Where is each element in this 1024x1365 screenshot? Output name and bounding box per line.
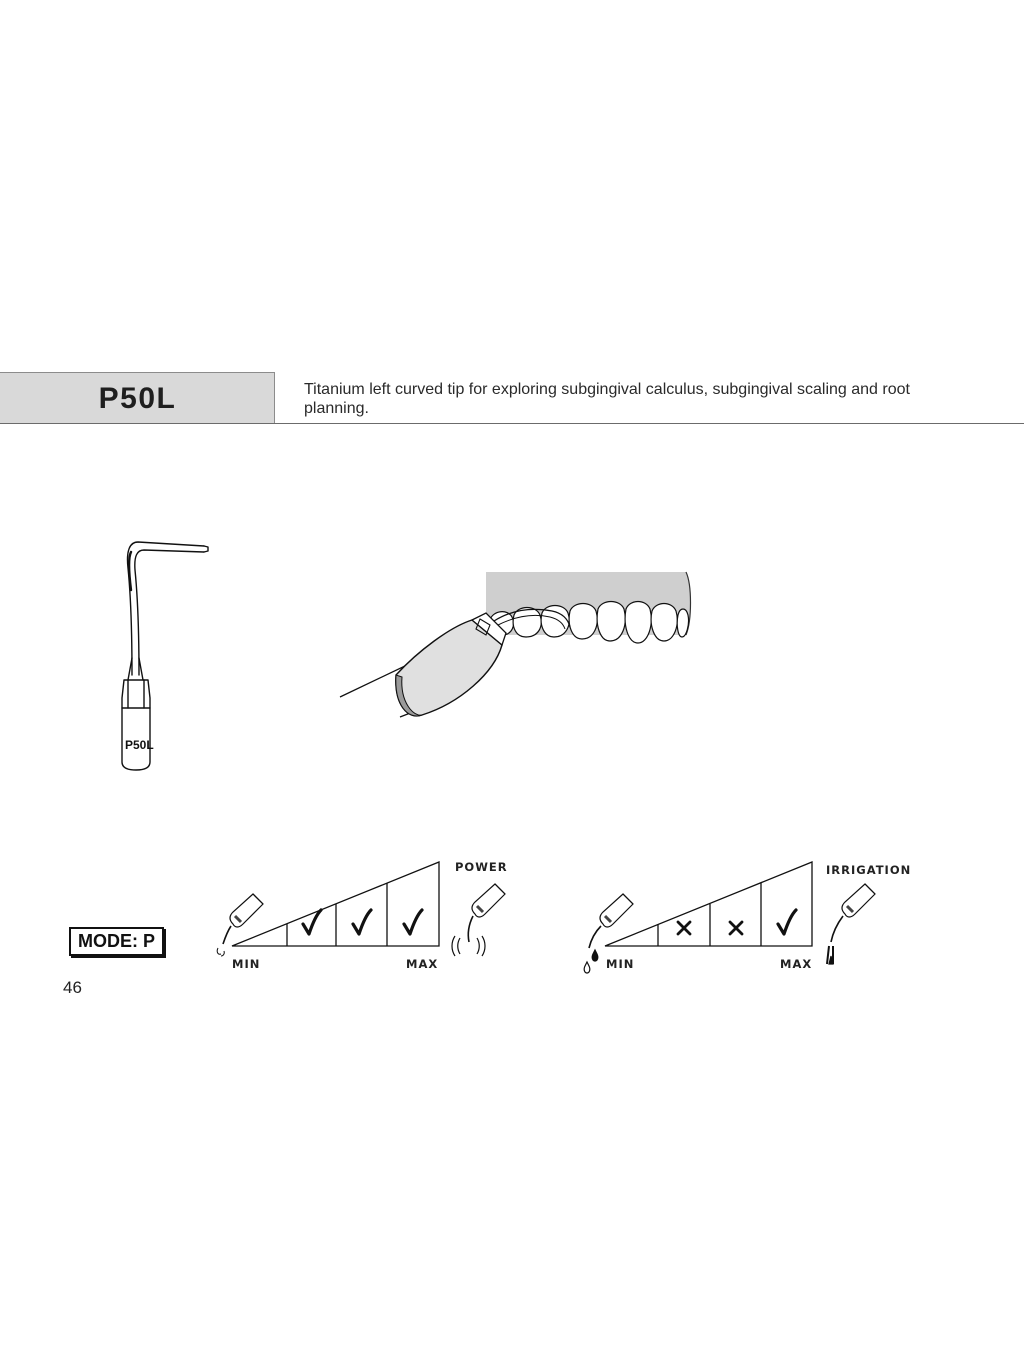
power-scale: POWER MIN MAX xyxy=(216,860,508,971)
tip-illustration xyxy=(121,541,209,771)
power-max-label: MAX xyxy=(406,957,438,971)
power-min-label: MIN xyxy=(232,957,260,971)
handpiece-teeth-illustration xyxy=(339,571,692,718)
power-level-2-check-icon xyxy=(351,908,373,936)
high-irrigation-handpiece-icon xyxy=(826,883,876,965)
irrigation-level-1-cross-icon xyxy=(676,920,692,936)
low-irrigation-handpiece-icon xyxy=(583,893,634,974)
irrigation-title: IRRIGATION xyxy=(826,863,911,877)
power-title: POWER xyxy=(455,860,508,874)
high-power-handpiece-icon xyxy=(451,883,506,957)
page-number: 46 xyxy=(63,978,82,997)
tip-description: Titanium left curved tip for exploring s… xyxy=(304,381,910,417)
header-band: P50L Titanium left curved tip for explor… xyxy=(0,372,1024,425)
model-code: P50L xyxy=(98,382,177,415)
irrigation-max-label: MAX xyxy=(780,957,812,971)
irrigation-scale: IRRIGATION MIN MAX xyxy=(583,861,911,974)
tip-engraving: P50L xyxy=(125,738,154,752)
low-power-handpiece-icon xyxy=(216,893,264,957)
irrigation-level-3-check-icon xyxy=(776,908,798,936)
irrigation-min-label: MIN xyxy=(606,957,634,971)
model-code-box: P50L xyxy=(0,372,275,423)
irrigation-level-2-cross-icon xyxy=(728,920,744,936)
header-divider xyxy=(0,423,1024,424)
mode-label: MODE: P xyxy=(69,927,164,956)
power-level-3-check-icon xyxy=(402,908,424,936)
power-level-1-check-icon xyxy=(301,908,323,936)
